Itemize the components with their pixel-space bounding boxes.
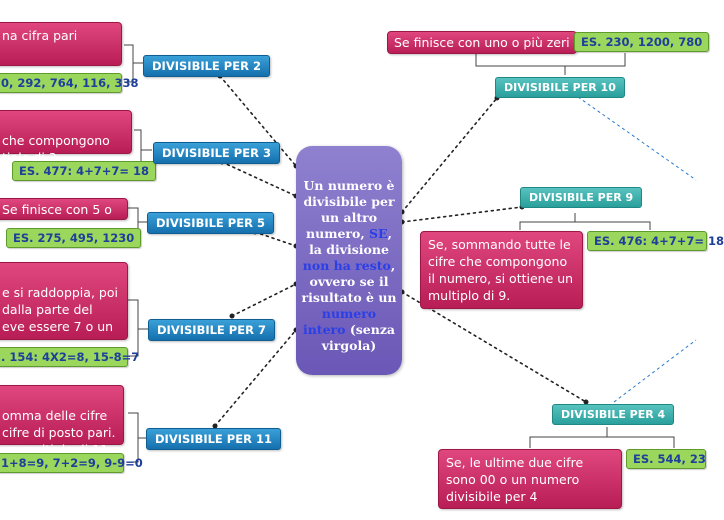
rule-div11[interactable]: omma delle cifre cifre di posto pari. un… [0, 385, 124, 457]
example-div2-text: 0, 292, 764, 116, 338 [1, 76, 139, 90]
rule-div3-text: che compongono tiplo di 3. [2, 133, 110, 165]
rule-div9-text: Se, sommando tutte le cifre che compongo… [428, 237, 574, 303]
rule-div3[interactable]: che compongono tiplo di 3. [0, 110, 132, 165]
topic-div4-label: DIVISIBILE PER 4 [561, 408, 666, 421]
example-div3-text: ES. 477: 4+7+7= 18 [19, 164, 150, 178]
example-div11[interactable]: 1+8=9, 7+2=9, 9-9=0 [0, 453, 143, 473]
example-div10[interactable]: ES. 230, 1200, 780 [574, 32, 710, 52]
rule-div9[interactable]: Se, sommando tutte le cifre che compongo… [420, 231, 583, 309]
rule-div4-text: Se, le ultime due cifre sono 00 o un num… [446, 455, 584, 504]
topic-div4[interactable]: DIVISIBILE PER 4 [552, 404, 675, 425]
rule-div4[interactable]: Se, le ultime due cifre sono 00 o un num… [438, 449, 622, 509]
center-se: SE [369, 226, 388, 241]
example-div3[interactable]: ES. 477: 4+7+7= 18 [12, 161, 157, 181]
example-div4-text: ES. 544, 23 [633, 452, 706, 466]
example-div5[interactable]: ES. 275, 495, 1230 [6, 228, 142, 248]
topic-div11[interactable]: DIVISIBILE PER 11 [146, 428, 281, 450]
topic-div9-label: DIVISIBILE PER 9 [529, 191, 634, 204]
rule-div11-text: omma delle cifre cifre di posto pari. un… [2, 408, 116, 457]
topic-div3-label: DIVISIBILE PER 3 [162, 146, 271, 160]
rule-div2-text: na cifra pari [2, 28, 78, 43]
rule-div10-text: Se finisce con uno o più zeri [394, 35, 570, 50]
example-div5-text: ES. 275, 495, 1230 [13, 231, 135, 245]
example-div2[interactable]: 0, 292, 764, 116, 338 [0, 73, 139, 93]
rule-div5-text: Se finisce con 5 o 0 [2, 202, 112, 234]
topic-div9[interactable]: DIVISIBILE PER 9 [520, 187, 643, 208]
example-div9[interactable]: ES. 476: 4+7+7= 18 [587, 231, 724, 251]
topic-div2[interactable]: DIVISIBILE PER 2 [143, 55, 270, 77]
rule-div5[interactable]: Se finisce con 5 o 0 [0, 198, 128, 234]
topic-div5-label: DIVISIBILE PER 5 [156, 216, 265, 230]
example-div11-text: 1+8=9, 7+2=9, 9-9=0 [1, 456, 143, 470]
example-div10-text: ES. 230, 1200, 780 [581, 35, 703, 49]
center-text-2: , la divisione [309, 226, 392, 257]
center-text-3: , ovvero se il risultato è un [301, 258, 397, 305]
topic-div2-label: DIVISIBILE PER 2 [152, 59, 261, 73]
example-div7[interactable]: . 154: 4X2=8, 15-8=7 [0, 347, 139, 367]
example-div9-text: ES. 476: 4+7+7= 18 [594, 234, 724, 248]
center-numero-intero: numero intero [302, 306, 377, 337]
center-text-1: Un numero è divisibile per un altro nume… [303, 178, 395, 241]
topic-div3[interactable]: DIVISIBILE PER 3 [153, 142, 280, 164]
topic-div5[interactable]: DIVISIBILE PER 5 [147, 212, 274, 234]
rule-div7[interactable]: e si raddoppia, poi dalla parte del eve … [0, 262, 128, 340]
topic-div10[interactable]: DIVISIBILE PER 10 [495, 77, 625, 98]
central-definition: Un numero è divisibile per un altro nume… [296, 146, 402, 375]
topic-div10-label: DIVISIBILE PER 10 [504, 81, 616, 94]
example-div7-text: . 154: 4X2=8, 15-8=7 [1, 350, 140, 364]
rule-div7-text: e si raddoppia, poi dalla parte del eve … [2, 285, 118, 334]
topic-div11-label: DIVISIBILE PER 11 [155, 432, 272, 446]
topic-div7[interactable]: DIVISIBILE PER 7 [148, 319, 275, 341]
rule-div10[interactable]: Se finisce con uno o più zeri [387, 31, 577, 54]
topic-div7-label: DIVISIBILE PER 7 [157, 323, 266, 337]
rule-div2[interactable]: na cifra pari [0, 22, 122, 66]
center-non-ha-resto: non ha resto [302, 258, 391, 273]
example-div4[interactable]: ES. 544, 23 [626, 449, 706, 469]
center-text-4: (senza virgola) [321, 322, 396, 353]
